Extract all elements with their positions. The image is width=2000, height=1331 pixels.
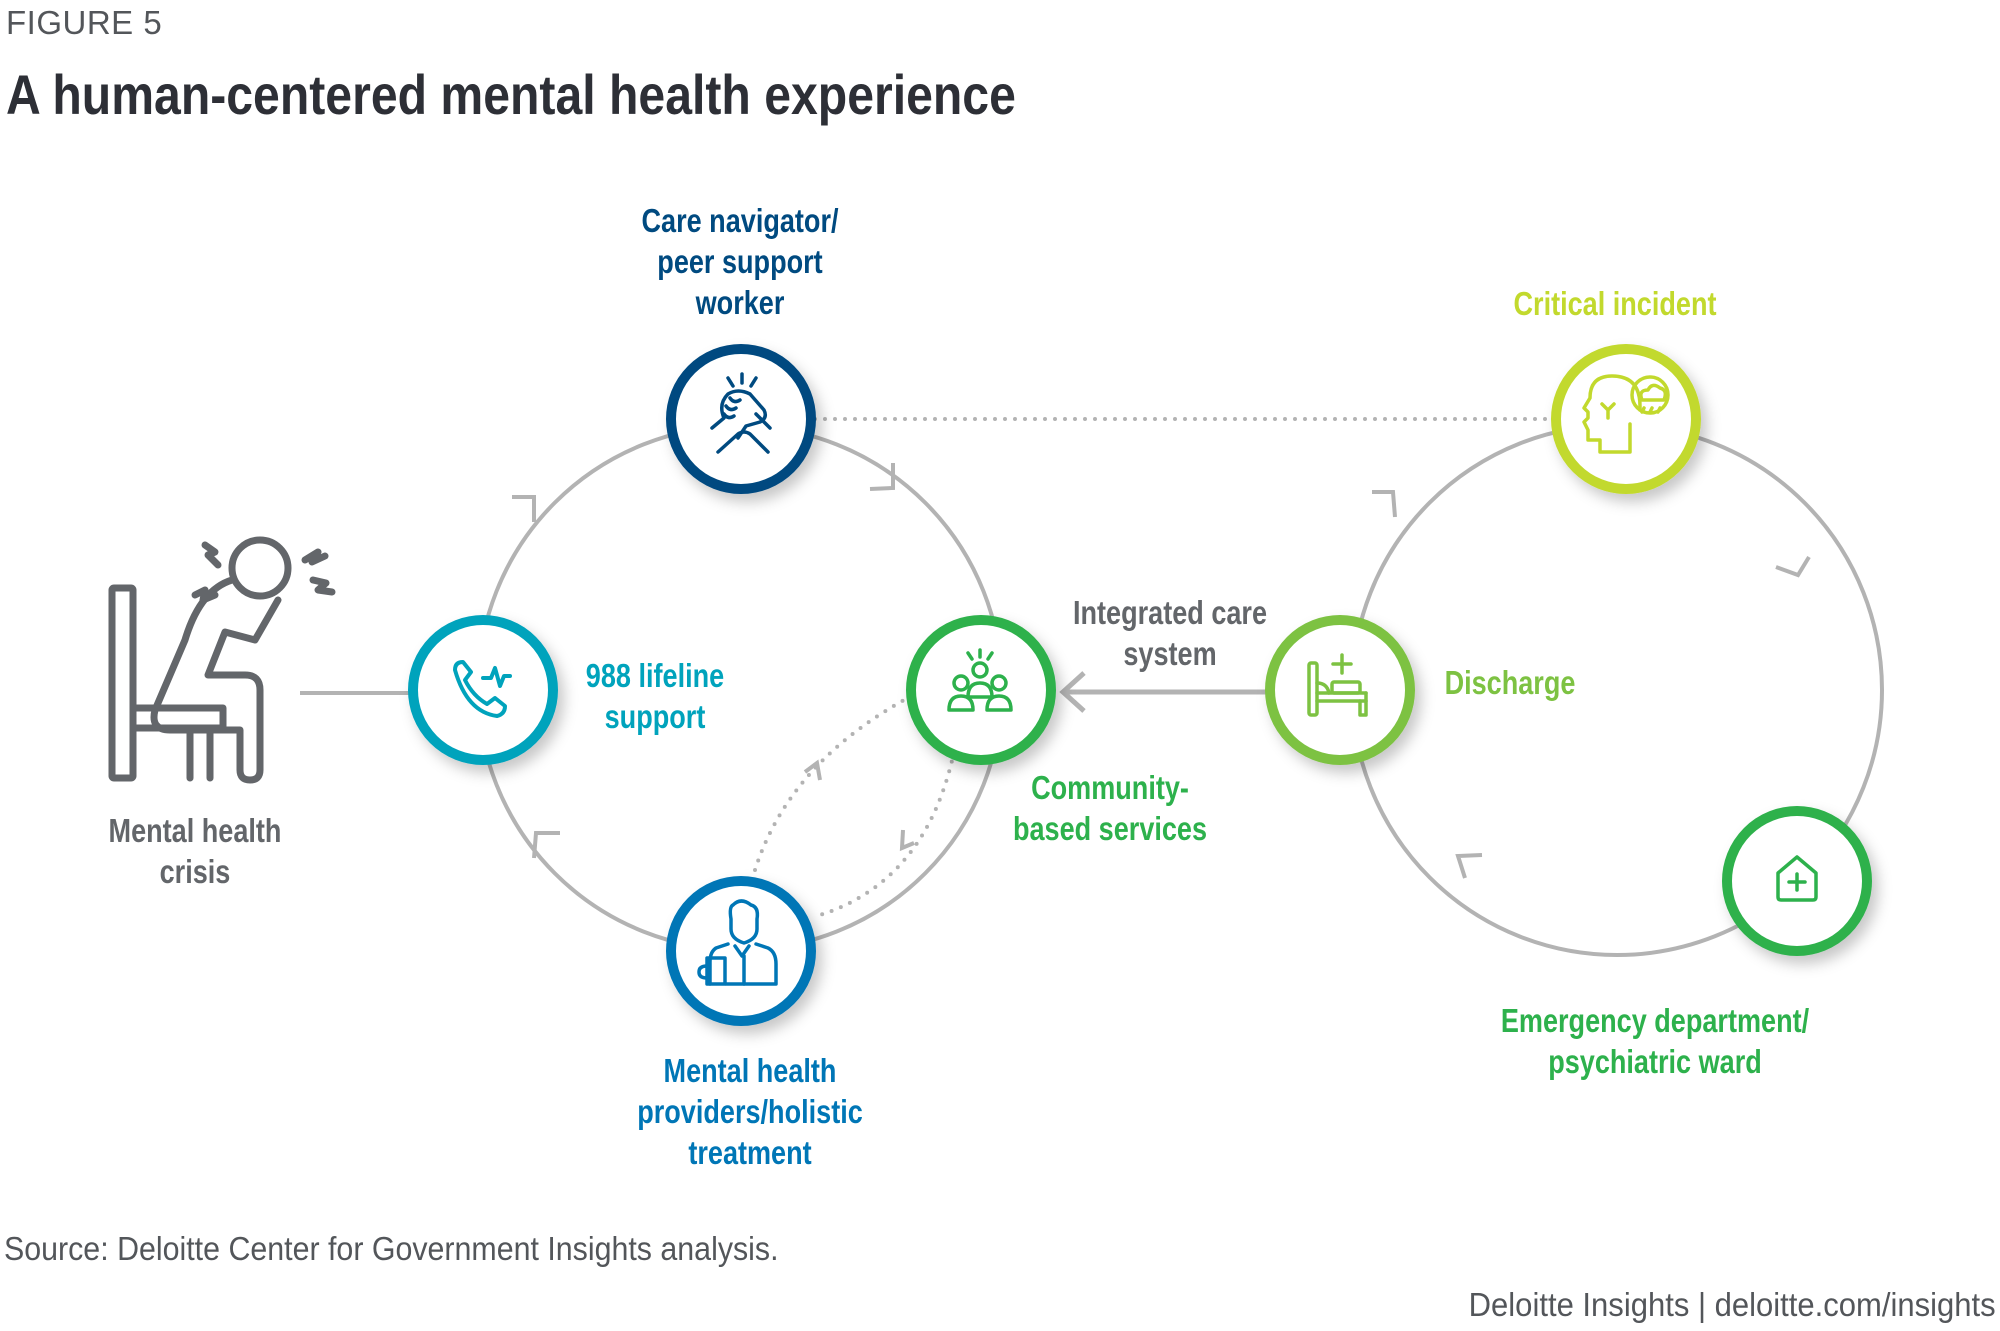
navigator-node[interactable]	[666, 344, 816, 494]
right-ring-arrow-2	[1775, 555, 1811, 578]
doctor-icon	[697, 899, 778, 986]
community-node[interactable]	[906, 615, 1056, 765]
discharge-node[interactable]	[1265, 615, 1415, 765]
discharge-label: Discharge	[1444, 664, 1576, 701]
community-to-providers-dotted-curve	[818, 740, 958, 917]
critical-label: Critical incident	[1513, 285, 1717, 322]
providers-to-community-dotted-curve	[753, 692, 917, 872]
figure-title: A human-centered mental health experienc…	[6, 63, 1016, 126]
left-ring-arrow-2	[869, 463, 895, 491]
crisis-label: Mental health crisis	[108, 812, 282, 890]
navigator-label: Care navigator/ peer support worker	[641, 202, 839, 321]
emergency-node[interactable]	[1722, 806, 1872, 956]
source-note: Source: Deloitte Center for Government I…	[4, 1230, 779, 1267]
figure-label: FIGURE 5	[6, 4, 163, 41]
phone-alert-icon	[453, 660, 512, 718]
integrated-care-arrowhead	[1059, 671, 1086, 713]
hospital-bed-icon	[1307, 653, 1368, 717]
lifeline-label: 988 lifeline support	[585, 657, 725, 735]
distressed-mind-icon	[1582, 374, 1670, 454]
left-ring-arrow-3	[532, 831, 560, 859]
hospital-icon	[1776, 855, 1818, 902]
handshake-icon	[710, 372, 772, 454]
community-group-icon	[947, 648, 1013, 712]
footer-credit: Deloitte Insights | deloitte.com/insight…	[1468, 1286, 1996, 1323]
integrated-care-label: Integrated care system	[1072, 594, 1268, 672]
dotted-arrowhead-up	[803, 759, 822, 781]
dotted-arrowhead-down	[899, 829, 915, 852]
providers-node[interactable]	[666, 876, 816, 1026]
right-ring-arrow-1	[1372, 490, 1397, 518]
community-label: Community- based services	[1012, 769, 1208, 847]
critical-node[interactable]	[1551, 344, 1701, 494]
person-in-distress-icon	[108, 536, 336, 784]
emergency-label: Emergency department/ psychiatric ward	[1500, 1002, 1810, 1080]
lifeline-node[interactable]	[408, 615, 558, 765]
left-ring-arrow-1	[512, 495, 536, 522]
providers-label: Mental health providers/holistic treatme…	[637, 1052, 863, 1171]
right-ring-arrow-3	[1455, 853, 1483, 879]
